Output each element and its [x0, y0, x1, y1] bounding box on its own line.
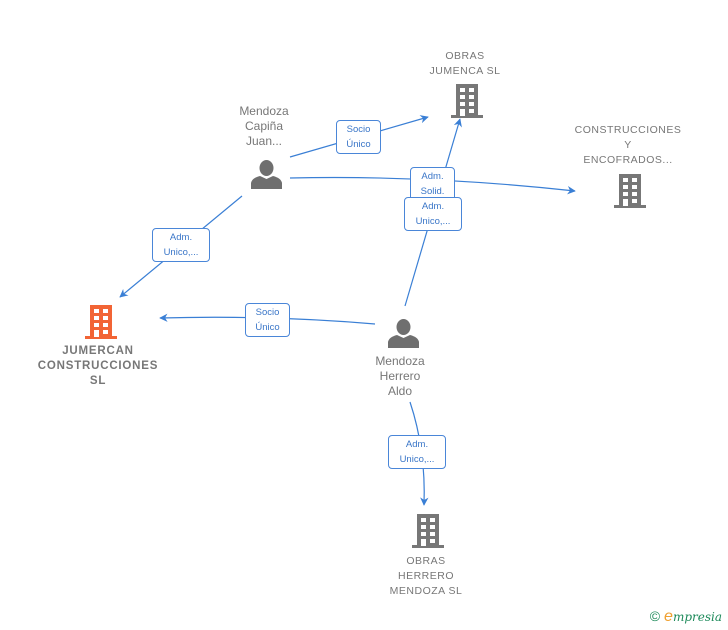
node-jumercan-label[interactable]: JUMERCAN CONSTRUCCIONES SL — [28, 344, 168, 389]
edge-label-line: Socio — [346, 124, 371, 135]
edge-label-line: Adm. — [405, 439, 429, 450]
brand-initial: e — [664, 608, 673, 625]
edge-label-line: Adm. — [421, 201, 445, 212]
brand-name: mpresia — [672, 610, 722, 624]
label-line: Y — [624, 139, 632, 151]
empresia-watermark: ©empresia — [650, 608, 722, 626]
edge-label-line: Unico,... — [163, 247, 199, 258]
label-line: ENCOFRADOS... — [583, 154, 673, 166]
node-obras-jumenca-label[interactable]: OBRAS JUMENCA SL — [405, 49, 525, 79]
edge-label-line: Único — [346, 139, 371, 150]
node-construcciones-encofrados-label[interactable]: CONSTRUCCIONES Y ENCOFRADOS... — [568, 123, 688, 168]
edge-label-herrero-jumercan[interactable]: Socio Único — [245, 303, 290, 337]
building-icon[interactable] — [614, 174, 646, 209]
label-line: Herrero — [379, 369, 421, 383]
label-line: MENDOZA SL — [389, 585, 463, 597]
label-line: Mendoza — [375, 354, 425, 368]
edge-label-line: Adm. — [169, 232, 193, 243]
label-line: JUMENCA SL — [429, 65, 501, 77]
copyright-icon: © — [649, 608, 661, 624]
label-line: SL — [89, 375, 107, 387]
edge-label-line: Unico,... — [399, 454, 435, 465]
edge-label-line: Solid. — [420, 186, 445, 197]
building-icon[interactable] — [451, 84, 483, 119]
edge-label-line: Unico,... — [415, 216, 451, 227]
person-icon[interactable] — [388, 319, 419, 348]
edge-label-line: Adm. — [421, 171, 444, 182]
edge-label-herrero-obras-jumenca[interactable]: Adm. Unico,... — [404, 197, 462, 231]
label-line: Mendoza — [239, 104, 289, 118]
edge-label-line: Único — [255, 322, 280, 333]
edge-label-herrero-obras-herrero[interactable]: Adm. Unico,... — [388, 435, 446, 469]
edge-label-line: Socio — [255, 307, 280, 318]
edge-label-capina-construcciones[interactable]: Adm. Solid. — [410, 167, 455, 201]
edge-label-capina-obras-jumenca[interactable]: Socio Único — [336, 120, 381, 154]
building-icon[interactable] — [412, 514, 444, 549]
label-line: Capiña — [244, 119, 284, 133]
label-line: HERRERO — [397, 570, 454, 582]
label-line: CONSTRUCCIONES — [574, 124, 682, 136]
node-obras-herrero-mendoza-label[interactable]: OBRAS HERRERO MENDOZA SL — [366, 554, 486, 599]
label-line: CONSTRUCCIONES — [37, 360, 159, 372]
person-icon[interactable] — [251, 160, 282, 189]
label-line: JUMERCAN — [62, 345, 134, 357]
edge-label-capina-jumercan[interactable]: Adm. Unico,... — [152, 228, 210, 262]
node-mendoza-capina-label[interactable]: Mendoza Capiña Juan... — [224, 104, 304, 149]
building-icon[interactable] — [85, 305, 117, 340]
label-line: OBRAS — [406, 555, 446, 567]
node-mendoza-herrero-label[interactable]: Mendoza Herrero Aldo — [360, 354, 440, 399]
label-line: Juan... — [245, 134, 283, 148]
label-line: OBRAS — [445, 50, 485, 62]
label-line: Aldo — [387, 384, 413, 398]
